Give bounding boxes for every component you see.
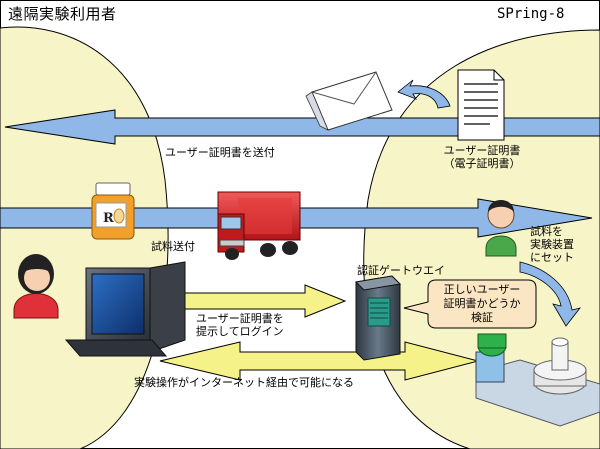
person-to-bubble-arrow: [519, 261, 582, 327]
gateway-server-icon: [354, 275, 402, 361]
cert-document-caption-line1: ユーザー証明書: [443, 144, 521, 157]
right-region-title: SPring-8: [497, 6, 565, 22]
doc-to-envelope-arrow: [397, 79, 451, 109]
remote-ops-label: 実験操作がインターネット経由で可能になる: [134, 376, 354, 389]
sample-setup-line3: にセット: [530, 251, 574, 264]
sample-setup-line1: 試料を: [530, 225, 563, 238]
cert-document-caption-line2: （電子証明書）: [443, 157, 521, 170]
cert-document-caption: ユーザー証明書 （電子証明書）: [430, 144, 534, 170]
certificate-document-icon: [457, 69, 505, 141]
verify-bubble-line1: 正しいユーザー: [443, 283, 521, 296]
experiment-apparatus-icon: [475, 333, 600, 427]
svg-text:R: R: [103, 211, 114, 226]
send-cert-arrow: [4, 109, 600, 145]
sample-send-label: 試料送付: [151, 240, 195, 253]
staff-person-icon: [485, 200, 517, 257]
sample-setup-line2: 実験装置: [530, 238, 574, 251]
verify-bubble-text: 正しいユーザー 証明書かどうか 検証: [430, 283, 534, 325]
computer-icon: [64, 261, 186, 357]
left-region-title: 遠隔実験利用者: [8, 5, 117, 23]
envelope-icon: [305, 71, 393, 131]
login-caption-line2: 提示してログイン: [196, 325, 284, 338]
sample-setup-caption: 試料を 実験装置 にセット: [530, 225, 574, 264]
verify-bubble-line3: 検証: [471, 311, 493, 324]
truck-icon: [217, 191, 301, 260]
gateway-label: 認証ゲートウエイ: [357, 264, 445, 277]
verify-speech-bubble: [403, 279, 537, 329]
login-caption-line1: ユーザー証明書を: [196, 312, 284, 325]
verify-bubble-line2: 証明書かどうか: [443, 297, 521, 310]
login-arrow: [182, 284, 347, 318]
login-caption: ユーザー証明書を 提示してログイン: [196, 312, 284, 338]
sample-bottle-icon: R: [91, 182, 135, 240]
send-cert-label: ユーザー証明書を送付: [165, 146, 275, 159]
remote-user-person-icon: [13, 254, 59, 319]
